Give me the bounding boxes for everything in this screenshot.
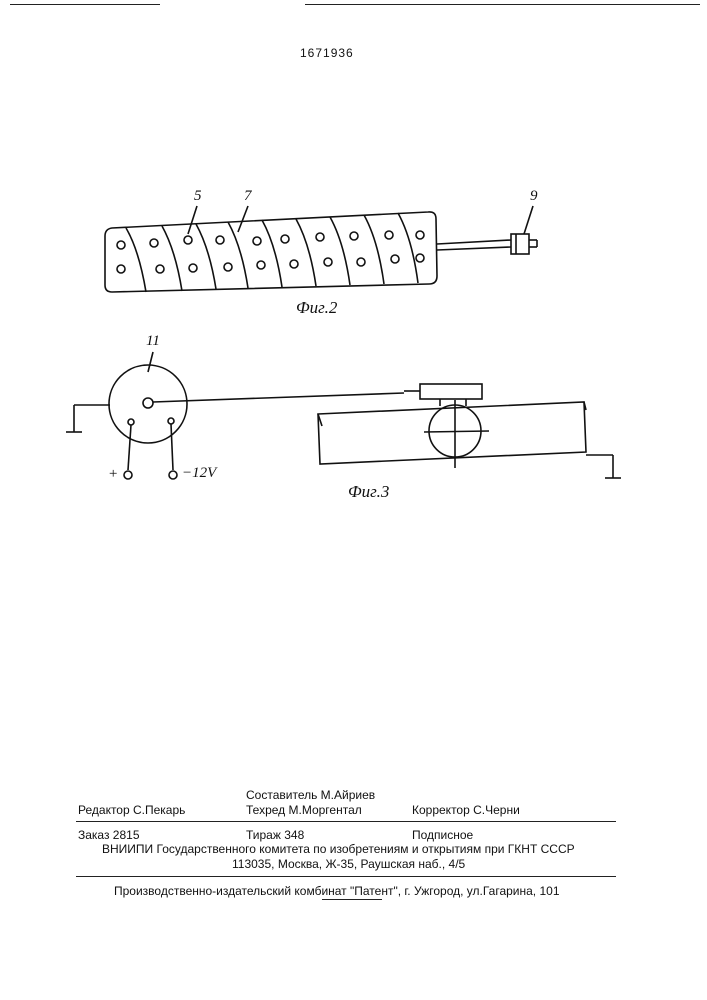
techred-line: Техред М.Моргентал — [246, 803, 362, 817]
subscription-line: Подписное — [412, 828, 473, 842]
imprint-rule-3 — [322, 899, 382, 900]
institute-line: ВНИИПИ Государственного комитета по изоб… — [102, 842, 575, 856]
figure-2-caption: Фиг.2 — [296, 298, 337, 318]
publisher-line: Производственно-издательский комбинат "П… — [114, 884, 560, 898]
address-line: 113035, Москва, Ж-35, Раушская наб., 4/5 — [232, 857, 465, 871]
figure-3-caption: Фиг.3 — [348, 482, 389, 502]
callout-9: 9 — [530, 188, 538, 205]
corrector-line: Корректор С.Черни — [412, 803, 520, 817]
compiler-line: Составитель М.Айриев — [246, 788, 375, 802]
terminal-plus-label: + — [108, 466, 118, 483]
imprint-rule-2 — [76, 876, 616, 877]
circulation-line: Тираж 348 — [246, 828, 304, 842]
terminal-minus-label: −12V — [182, 465, 216, 482]
figure-2-drawing — [0, 0, 707, 340]
editor-line: Редактор С.Пекарь — [78, 803, 185, 817]
callout-5: 5 — [194, 188, 202, 205]
order-line: Заказ 2815 — [78, 828, 140, 842]
imprint-rule-1 — [76, 821, 616, 822]
callout-11: 11 — [146, 333, 160, 350]
callout-7: 7 — [244, 188, 252, 205]
figure-3-drawing — [0, 340, 707, 500]
